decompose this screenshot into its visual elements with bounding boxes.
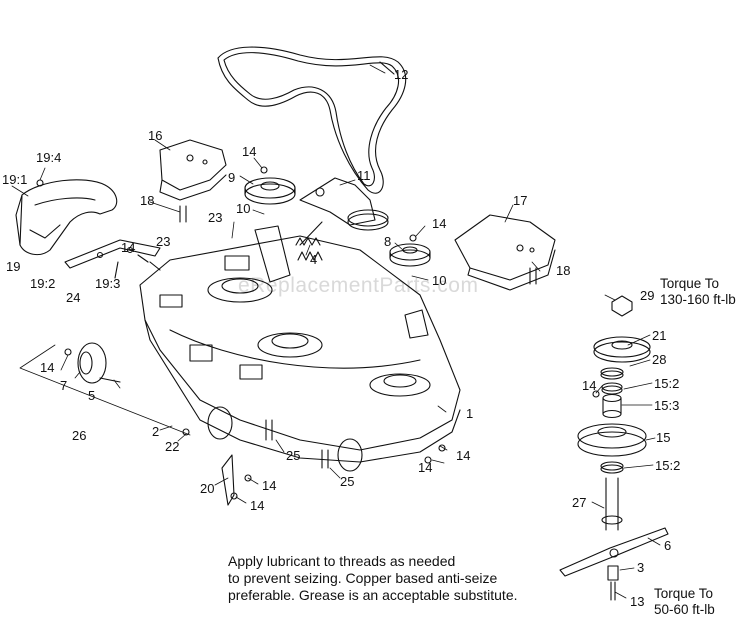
drive-belt [217, 46, 407, 194]
lubricant-note: Apply lubricant to threads as needed to … [228, 553, 568, 604]
callout-7: 7 [60, 378, 67, 393]
torque-spec-bolt: Torque To 50-60 ft-lb [654, 586, 715, 618]
callout-11: 11 [357, 168, 371, 183]
callout-19-1: 19:1 [2, 172, 27, 187]
note-line-3: preferable. Grease is an acceptable subs… [228, 587, 518, 603]
torque-spec-nut: Torque To 130-160 ft-lb [660, 276, 736, 308]
callout-14-i: 14 [250, 498, 264, 513]
leader-lines [11, 64, 661, 599]
pulley-8 [389, 243, 431, 267]
callout-18-a: 18 [140, 193, 154, 208]
deck-wheels [207, 406, 363, 506]
callout-23-a: 23 [208, 210, 222, 225]
callout-21: 21 [652, 328, 666, 343]
callout-3: 3 [637, 560, 644, 575]
group-bracket-26 [19, 344, 191, 436]
callout-19-4: 19:4 [36, 150, 61, 165]
callout-23-b: 23 [156, 234, 170, 249]
callout-19-3: 19:3 [95, 276, 120, 291]
callout-5: 5 [88, 388, 95, 403]
callout-10-b: 10 [432, 273, 446, 288]
callout-15: 15 [656, 430, 670, 445]
callout-14-a: 14 [242, 144, 256, 159]
callout-17: 17 [513, 193, 527, 208]
callout-25-b: 25 [340, 474, 354, 489]
spindle-assembly [559, 295, 669, 601]
callout-18-b: 18 [556, 263, 570, 278]
note-line-2: to prevent seizing. Copper based anti-se… [228, 570, 498, 586]
belt-cover-left [159, 139, 227, 201]
callout-29: 29 [640, 288, 654, 303]
callout-14-b: 14 [432, 216, 446, 231]
pulley-9 [244, 177, 296, 205]
tension-spring [295, 221, 323, 261]
callout-14-g: 14 [418, 460, 432, 475]
callout-26: 26 [72, 428, 86, 443]
callout-10-a: 10 [236, 201, 250, 216]
callout-9: 9 [228, 170, 235, 185]
callout-6: 6 [664, 538, 671, 553]
callout-19-2: 19:2 [30, 276, 55, 291]
shield-bracket [64, 239, 161, 269]
callout-28: 28 [652, 352, 666, 367]
discharge-shield [15, 179, 118, 256]
callout-19: 19 [6, 259, 20, 274]
callout-labels: 12 16 19:4 19:1 9 14 11 17 18 10 23 14 8… [2, 67, 680, 609]
callout-12: 12 [394, 67, 408, 82]
callout-14-c: 14 [121, 240, 135, 255]
callout-14-d: 14 [582, 378, 596, 393]
idler-arm [299, 177, 389, 231]
callout-15-3: 15:3 [654, 398, 679, 413]
hardware-bolts [36, 166, 600, 500]
note-line-1: Apply lubricant to threads as needed [228, 553, 456, 569]
belt-cover-right [454, 214, 556, 291]
callout-24: 24 [66, 290, 80, 305]
callout-1: 1 [466, 406, 473, 421]
callout-20: 20 [200, 481, 214, 496]
torque-bolt-line2: 50-60 ft-lb [654, 602, 715, 617]
callout-15-2-b: 15:2 [655, 458, 680, 473]
callout-27: 27 [572, 495, 586, 510]
torque-bolt-line1: Torque To [654, 586, 714, 601]
torque-nut-line2: 130-160 ft-lb [660, 292, 736, 307]
gauge-wheel [77, 342, 121, 384]
torque-nut-line1: Torque To [660, 276, 720, 291]
callout-14-f: 14 [456, 448, 470, 463]
mower-deck [139, 225, 461, 463]
callout-14-e: 14 [40, 360, 54, 375]
callout-25-a: 25 [286, 448, 300, 463]
callout-16: 16 [148, 128, 162, 143]
callout-4: 4 [310, 252, 317, 267]
callout-15-2-a: 15:2 [654, 376, 679, 391]
callout-13: 13 [630, 594, 644, 609]
watermark-text: eReplacementParts.com [238, 274, 479, 297]
callout-8: 8 [384, 234, 391, 249]
callout-2: 2 [152, 424, 159, 439]
callout-22: 22 [165, 439, 179, 454]
callout-14-h: 14 [262, 478, 276, 493]
